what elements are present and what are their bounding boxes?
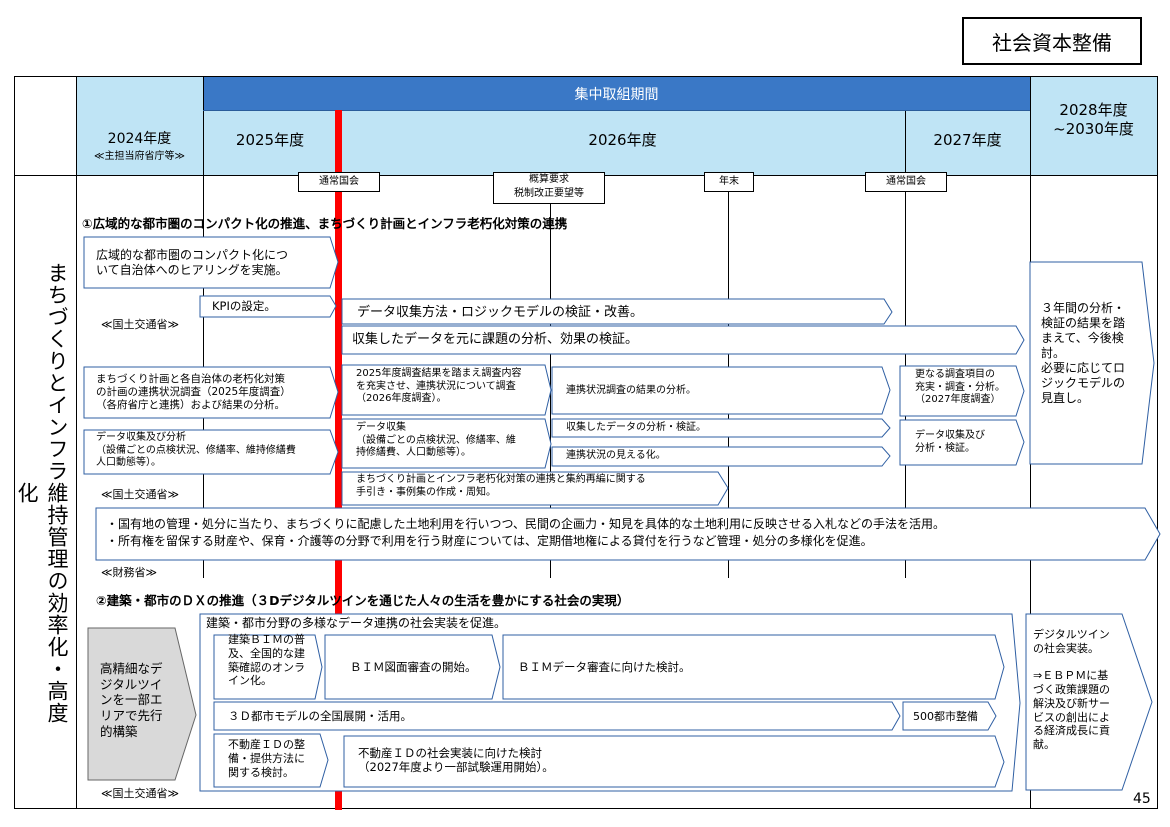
arrow-shape bbox=[341, 471, 729, 506]
table-frame bbox=[14, 76, 1158, 809]
arrow-shape bbox=[213, 733, 329, 788]
gray-pentagon bbox=[87, 627, 197, 781]
arrow-shape bbox=[899, 365, 1025, 417]
s1-data-collect-2024-text: データ収集及び分析 （設備ごとの点検状況、修繕率、維持修繕費 人口動態等）。 bbox=[96, 432, 296, 468]
s1-survey-2026-text: 2025年度調査結果を踏まえ調査内容 を充実させ、連携状況について調査 （202… bbox=[356, 368, 522, 404]
s1-kpi-text: KPIの設定。 bbox=[212, 299, 276, 313]
grid-line bbox=[203, 77, 204, 175]
s2-bim-drawing-text: ＢＩＭ図面審査の開始。 bbox=[350, 660, 477, 674]
s1-survey-2027-text: 更なる調査項目の 充実・調査・分析。 （2027年度調査） bbox=[915, 369, 1005, 405]
header-2024-bg bbox=[76, 77, 203, 175]
arrow-shape bbox=[902, 701, 997, 731]
milestone-diet-1: 通常国会 bbox=[298, 172, 380, 192]
arrow-shape bbox=[213, 701, 901, 731]
focus-period-label: 集中取組期間 bbox=[574, 86, 659, 103]
arrow-shape bbox=[83, 236, 339, 289]
grid-line bbox=[905, 110, 906, 175]
fy2027-label: 2027年度 bbox=[933, 131, 1002, 149]
arrow-shape bbox=[1025, 613, 1153, 791]
fy2026-label: 2026年度 bbox=[588, 131, 657, 149]
arrow-shape bbox=[324, 634, 501, 700]
arrow-shape bbox=[199, 295, 337, 318]
fy2024-label: 2024年度 bbox=[107, 131, 172, 147]
fy2025-label: 2025年度 bbox=[235, 131, 305, 149]
s2-outcome-text: デジタルツイン の社会実装。 ⇒ＥＢＰＭに基 づく政策課題の 解決及び新サー ビ… bbox=[1033, 628, 1110, 751]
arrow-shape bbox=[95, 507, 1161, 561]
s1-survey-analysis-text: 連携状況調査の結果の分析。 bbox=[566, 385, 696, 396]
s1-data-collect-2027-text: データ収集及び 分析・検証。 bbox=[915, 430, 985, 454]
arrow-shape bbox=[899, 419, 1025, 466]
milestone-year-end: 年末 bbox=[704, 172, 754, 192]
arrow-shape bbox=[341, 364, 552, 416]
s2-data-link-text: 建築・都市分野の多様なデータ連携の社会実装を促進。 bbox=[206, 616, 507, 630]
s2-realestate-id-text: 不動産ＩＤの整 備・提供方法に 関する検討。 bbox=[228, 738, 305, 779]
s2-left-box-text: 高精細なデ ジタルツイ ンを一部エ リアで先行 的構築 bbox=[100, 661, 163, 739]
s1-analysis-text: 収集したデータを元に課題の分析、効果の検証。 bbox=[352, 332, 639, 347]
arrow-shape bbox=[341, 325, 1025, 355]
s2-bim-data-text: ＢＩＭデータ審査に向けた検討。 bbox=[518, 660, 691, 674]
s1-data-collect-2026-text: データ収集 （設備ごとの点検状況、修繕率、維 持修繕費、人口動態等）。 bbox=[356, 422, 516, 458]
s1-visualize-text: 連携状況の見える化。 bbox=[566, 450, 666, 461]
section2-title: ②建築・都市のＤＸの推進（３Dデジタルツインを通じた人々の生活を豊かにする社会の… bbox=[96, 593, 630, 608]
s1-state-land-text: ・国有地の管理・処分に当たり、まちづくりに配慮した土地利用を行いつつ、民間の企画… bbox=[106, 517, 946, 549]
s2-realestate-impl-text: 不動産ＩＤの社会実装に向けた検討 （2027年度より一部試験運用開始）。 bbox=[358, 746, 554, 775]
s1-ministry-3: ≪財務省≫ bbox=[101, 566, 158, 579]
s2-3d-model-text: ３Ｄ都市モデルの全国展開・活用。 bbox=[228, 709, 412, 723]
s2-bim-spread-text: 建築ＢＩＭの普 及、全国的な建 築確認のオンラ イン化。 bbox=[228, 633, 305, 688]
focus-period-header: 集中取組期間 bbox=[203, 77, 1030, 110]
s1-ministry-2: ≪国土交通省≫ bbox=[101, 488, 180, 501]
s1-hearing-text: 広域的な都市圏のコンパクト化につ いて自治体へのヒアリングを実施。 bbox=[96, 248, 289, 277]
row-label: まちづくりとインフラ維持管理の効率化・高度化 bbox=[15, 262, 69, 724]
s2-ministry: ≪国土交通省≫ bbox=[101, 787, 180, 800]
grid-line bbox=[76, 77, 77, 809]
fy2028-label: 2028年度 ~2030年度 bbox=[1053, 101, 1134, 138]
arrow-shape bbox=[341, 418, 552, 469]
arrow-shape bbox=[551, 366, 891, 415]
s1-data-verify-text: 収集したデータの分析・検証。 bbox=[566, 422, 706, 433]
arrow-shape bbox=[83, 366, 339, 419]
s1-data-method-text: データ収集方法・ロジックモデルの検証・改善。 bbox=[357, 305, 644, 320]
grid-line bbox=[203, 110, 1030, 111]
arrow-shape bbox=[551, 418, 891, 438]
arrow-shape bbox=[343, 735, 1005, 788]
arrow-shape bbox=[1029, 261, 1155, 465]
header-2028-bg bbox=[1030, 77, 1157, 175]
timeline-guide bbox=[550, 176, 551, 578]
s1-guide-text: まちづくり計画とインフラ老朽化対策の連携と集約再編に関する 手引き・事例集の作成… bbox=[356, 474, 646, 498]
s1-ministry-1: ≪国土交通省≫ bbox=[101, 318, 180, 331]
section1-title: ①広域的な都市圏のコンパクト化の推進、まちづくり計画とインフラ老朽化対策の連携 bbox=[82, 216, 568, 231]
s2-500-cities-text: 500都市整備 bbox=[913, 710, 978, 723]
arrow-shape bbox=[213, 634, 323, 700]
milestone-budget-request: 概算要求 税制改正要望等 bbox=[493, 172, 605, 204]
milestone-diet-2: 通常国会 bbox=[865, 172, 947, 192]
s1-outcome-text: ３年間の分析・ 検証の結果を踏 まえて、今後検 討。 必要に応じてロ ジックモデ… bbox=[1041, 301, 1126, 405]
arrow-shape bbox=[341, 298, 893, 325]
category-label: 社会資本整備 bbox=[962, 17, 1142, 65]
arrow-shape bbox=[551, 446, 891, 467]
arrow-shape bbox=[83, 429, 339, 475]
s1-survey-2025-text: まちづくり計画と各自治体の老朽化対策 の計画の連携状況調査（2025年度調査） … bbox=[96, 373, 291, 412]
current-time-marker bbox=[335, 110, 342, 810]
arrow-shape bbox=[502, 634, 1005, 700]
fy2024-sub-label: ≪主担当府省庁等≫ bbox=[94, 151, 185, 162]
page-number: 45 bbox=[1133, 791, 1151, 807]
